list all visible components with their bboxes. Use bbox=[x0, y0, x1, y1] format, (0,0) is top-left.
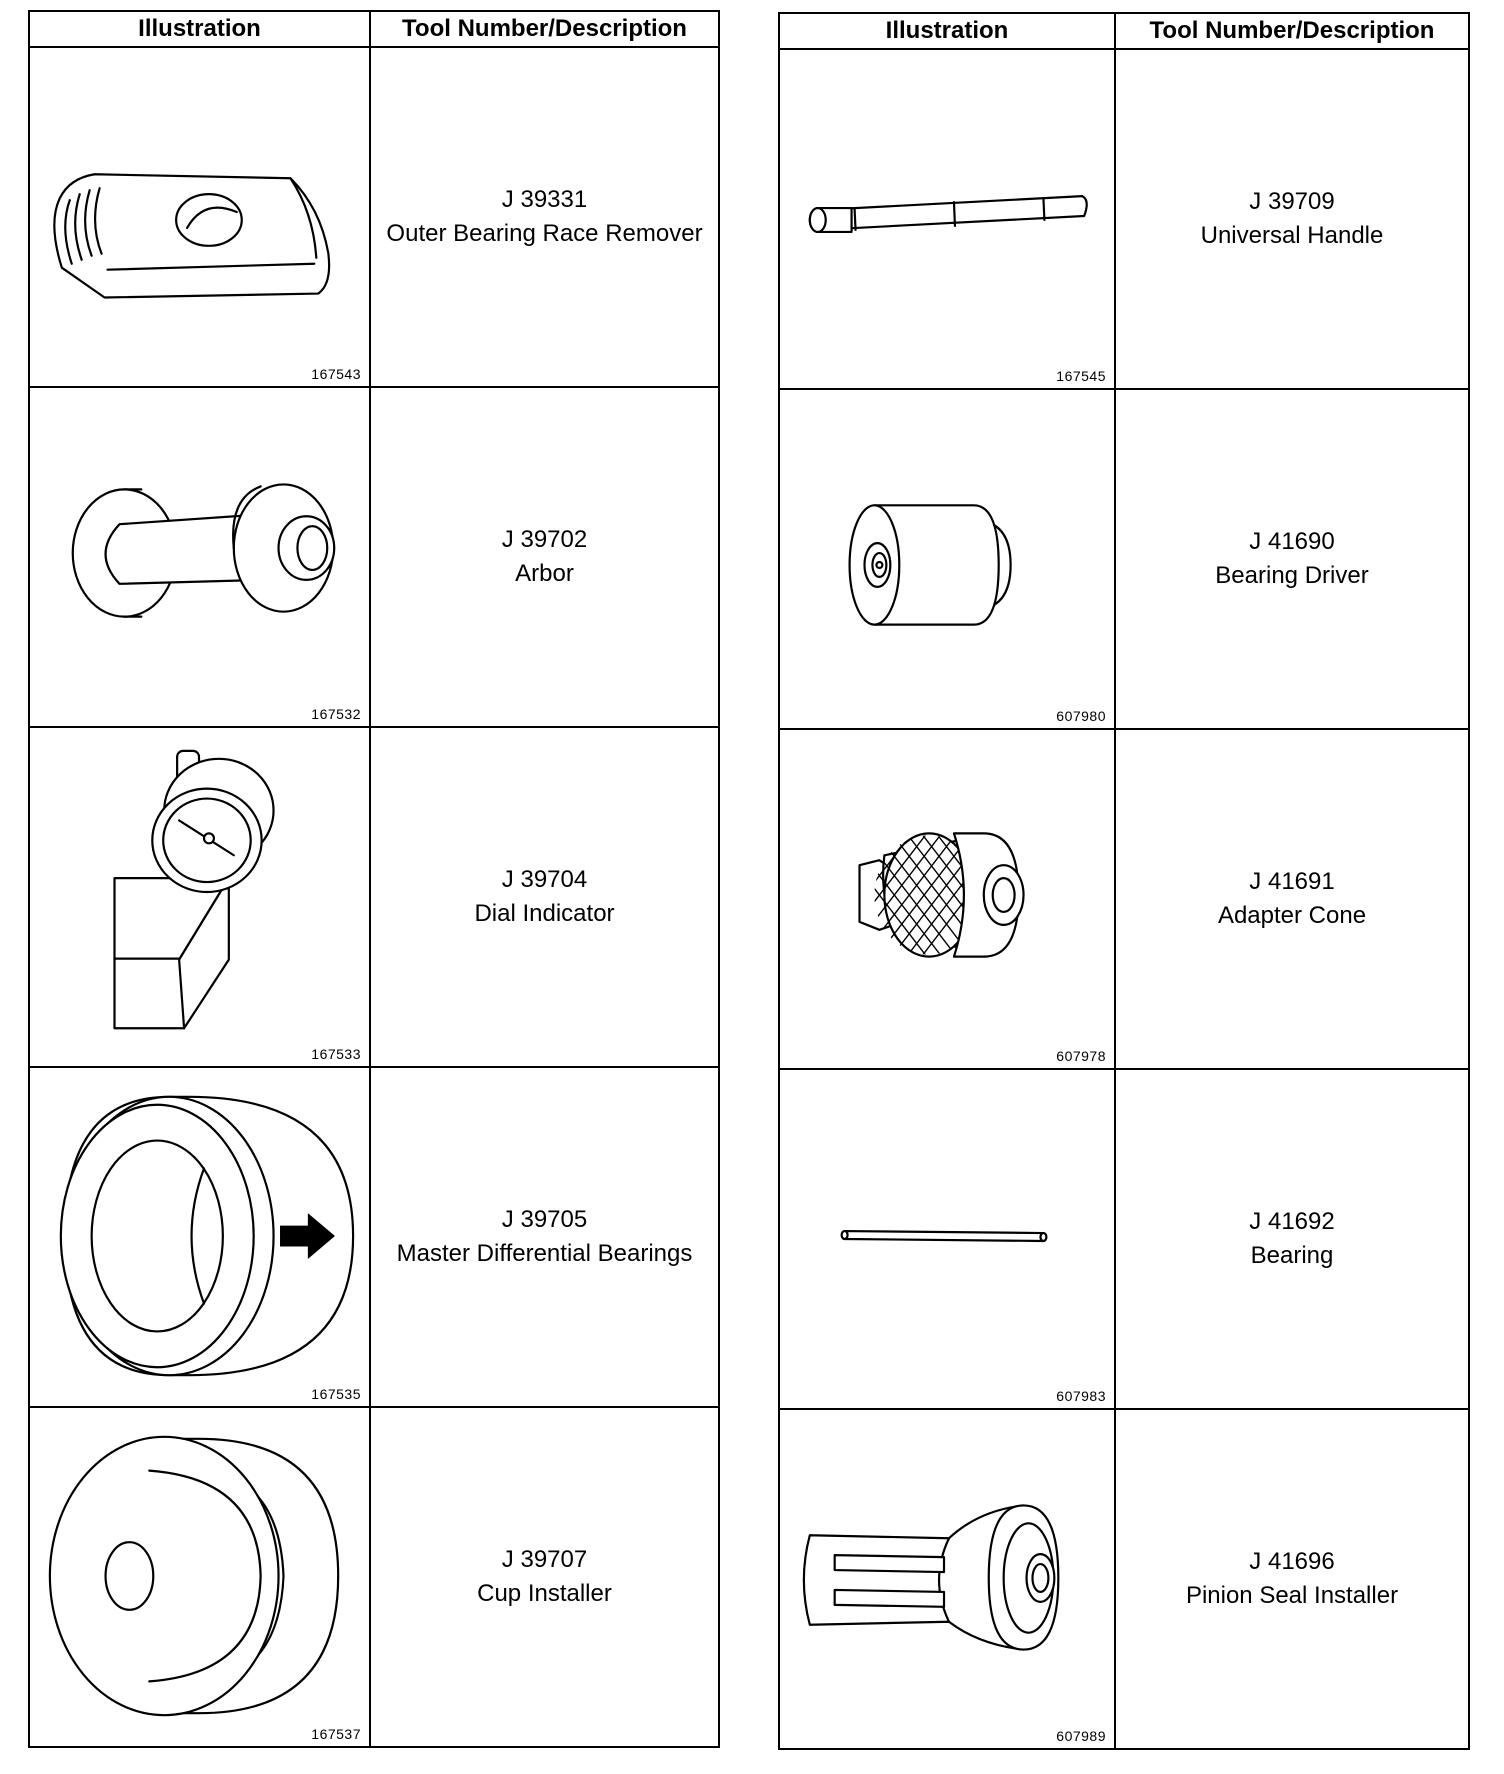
illustration-cell: 607978 bbox=[778, 728, 1116, 1070]
description-header: Tool Number/Description bbox=[1114, 12, 1470, 50]
tool-number: J 41691 bbox=[1249, 868, 1335, 895]
tool-description: Cup Installer bbox=[477, 1580, 612, 1607]
figure-id: 167537 bbox=[311, 1726, 361, 1742]
tool-description-cell: J 39707 Cup Installer bbox=[369, 1406, 720, 1748]
tool-number: J 39704 bbox=[501, 866, 588, 893]
tool-number: J 41692 bbox=[1249, 1208, 1335, 1235]
dial-indicator-icon bbox=[113, 749, 275, 1030]
illustration-cell: 167545 bbox=[778, 48, 1116, 390]
tool-number: J 41696 bbox=[1249, 1548, 1335, 1575]
illustration-cell: 167535 bbox=[28, 1066, 371, 1408]
cup-installer-icon bbox=[48, 1435, 340, 1717]
bearing-driver-icon bbox=[848, 504, 1012, 626]
tool-description-cell: J 41690 Bearing Driver bbox=[1114, 388, 1470, 730]
table-row: 167545 J 39709 Universal Handle bbox=[778, 48, 1470, 390]
tool-description-cell: J 39704 Dial Indicator bbox=[369, 726, 720, 1068]
right-tools-table: Illustration Tool Number/Description 167… bbox=[778, 12, 1470, 1750]
figure-id: 167533 bbox=[311, 1046, 361, 1062]
tool-description-cell: J 39331 Outer Bearing Race Remover bbox=[369, 46, 720, 388]
tool-description-cell: J 39709 Universal Handle bbox=[1114, 48, 1470, 390]
tool-description-cell: J 39702 Arbor bbox=[369, 386, 720, 728]
tool-number: J 39707 bbox=[501, 1546, 588, 1573]
table-row: 167537 J 39707 Cup Installer bbox=[28, 1406, 720, 1748]
illustration-cell: 167532 bbox=[28, 386, 371, 728]
arbor-icon bbox=[71, 483, 336, 618]
figure-id: 607978 bbox=[1056, 1048, 1106, 1064]
tool-description: Master Differential Bearings bbox=[396, 1240, 693, 1267]
left-tools-table: Illustration Tool Number/Description 167… bbox=[28, 10, 720, 1748]
illustration-header: Illustration bbox=[28, 10, 371, 48]
tool-number: J 39709 bbox=[1249, 188, 1335, 215]
table-row: 607980 J 41690 Bearing Driver bbox=[778, 388, 1470, 730]
figure-id: 607989 bbox=[1056, 1728, 1106, 1744]
universal-handle-icon bbox=[808, 195, 1088, 234]
tool-number: J 39702 bbox=[501, 526, 588, 553]
illustration-header: Illustration bbox=[778, 12, 1116, 50]
figure-id: 167535 bbox=[311, 1386, 361, 1402]
illustration-cell: 607980 bbox=[778, 388, 1116, 730]
table-row: 607978 J 41691 Adapter Cone bbox=[778, 728, 1470, 1070]
differential-bearing-icon bbox=[59, 1095, 355, 1377]
table-row: 607983 J 41692 Bearing bbox=[778, 1068, 1470, 1410]
figure-id: 167543 bbox=[311, 366, 361, 382]
figure-id: 607983 bbox=[1056, 1388, 1106, 1404]
tool-description: Bearing bbox=[1250, 1242, 1334, 1269]
bearing-pin-icon bbox=[840, 1229, 1048, 1243]
tool-number: J 41690 bbox=[1249, 528, 1335, 555]
table-header-row: Illustration Tool Number/Description bbox=[28, 10, 720, 48]
tool-number: J 39331 bbox=[501, 186, 588, 213]
table-row: 167532 J 39702 Arbor bbox=[28, 386, 720, 728]
table-row: 167543 J 39331 Outer Bearing Race Remove… bbox=[28, 46, 720, 388]
table-header-row: Illustration Tool Number/Description bbox=[778, 12, 1470, 50]
description-header: Tool Number/Description bbox=[369, 10, 720, 48]
table-row: 167535 J 39705 Master Differential Beari… bbox=[28, 1066, 720, 1408]
tool-description: Dial Indicator bbox=[474, 900, 615, 927]
table-row: 607989 J 41696 Pinion Seal Installer bbox=[778, 1408, 1470, 1750]
tool-description: Bearing Driver bbox=[1215, 562, 1369, 589]
adapter-cone-icon bbox=[858, 832, 1025, 958]
tool-description-cell: J 41696 Pinion Seal Installer bbox=[1114, 1408, 1470, 1750]
race-remover-icon bbox=[53, 173, 331, 299]
tool-description: Adapter Cone bbox=[1217, 902, 1367, 929]
figure-id: 167532 bbox=[311, 706, 361, 722]
tool-description: Pinion Seal Installer bbox=[1185, 1582, 1399, 1609]
tool-description-cell: J 41691 Adapter Cone bbox=[1114, 728, 1470, 1070]
illustration-cell: 607989 bbox=[778, 1408, 1116, 1750]
illustration-cell: 167533 bbox=[28, 726, 371, 1068]
tool-description-cell: J 41692 Bearing bbox=[1114, 1068, 1470, 1410]
figure-id: 167545 bbox=[1056, 368, 1106, 384]
pinion-seal-installer-icon bbox=[802, 1504, 1060, 1651]
tool-description: Universal Handle bbox=[1200, 222, 1384, 249]
tool-description-cell: J 39705 Master Differential Bearings bbox=[369, 1066, 720, 1408]
illustration-cell: 607983 bbox=[778, 1068, 1116, 1410]
tool-number: J 39705 bbox=[501, 1206, 588, 1233]
illustration-cell: 167543 bbox=[28, 46, 371, 388]
figure-id: 607980 bbox=[1056, 708, 1106, 724]
tool-description: Outer Bearing Race Remover bbox=[386, 220, 703, 247]
illustration-cell: 167537 bbox=[28, 1406, 371, 1748]
table-row: 167533 J 39704 Dial Indicator bbox=[28, 726, 720, 1068]
tool-description: Arbor bbox=[515, 560, 574, 587]
